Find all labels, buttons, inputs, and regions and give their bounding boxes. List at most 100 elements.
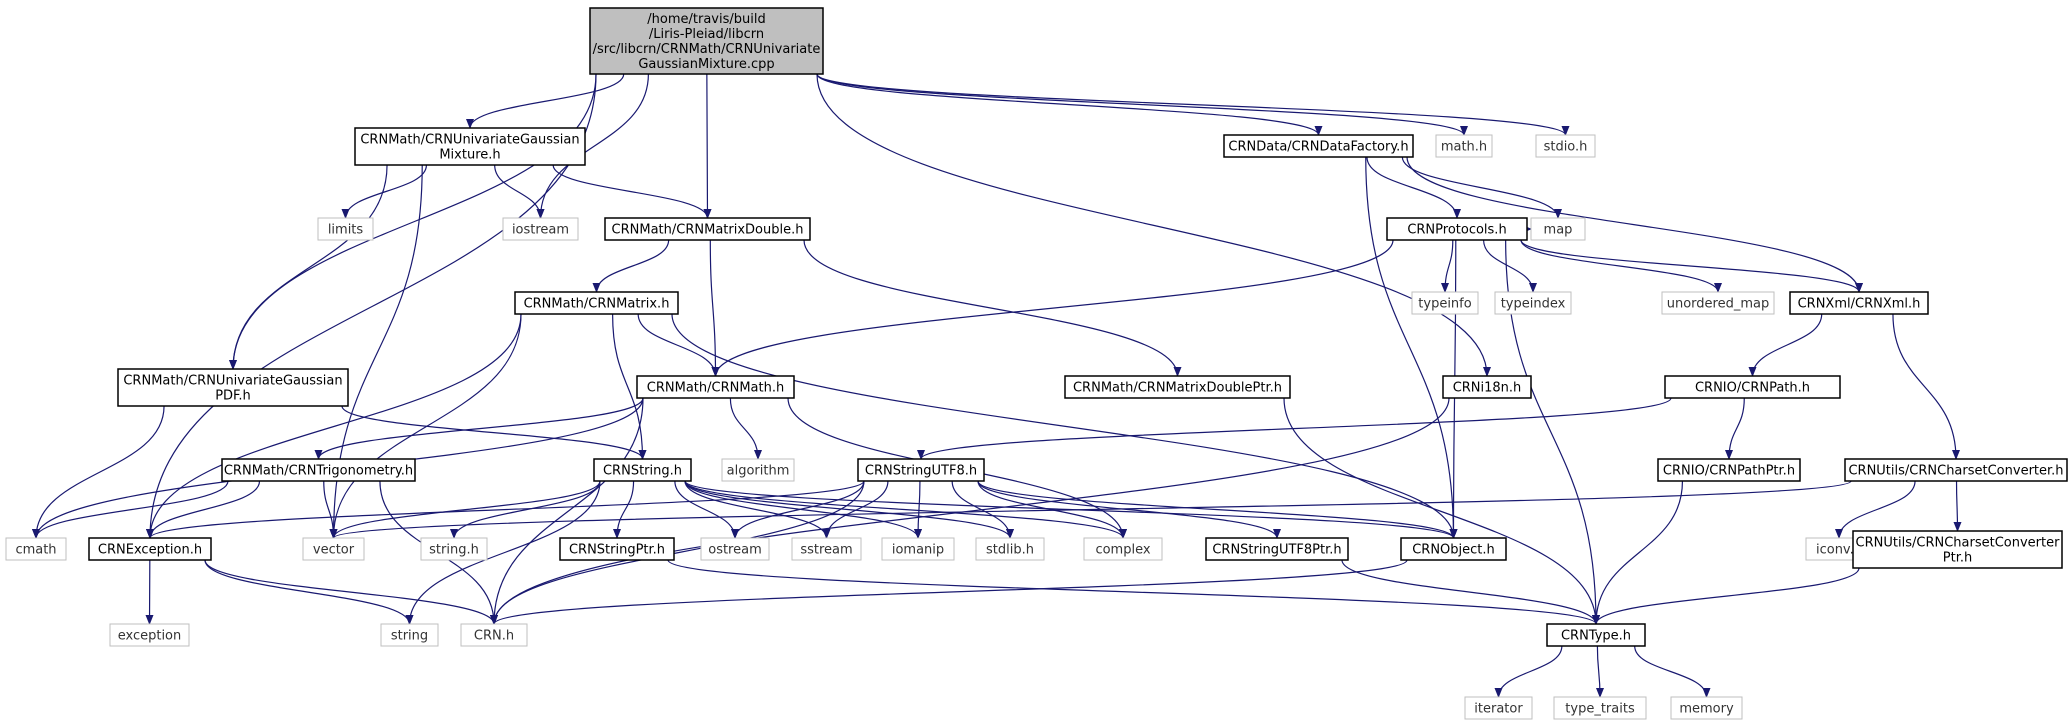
edge-type_h-to-iterator bbox=[1494, 645, 1563, 698]
node-label: CRNMath/CRNMatrixDouble.h bbox=[612, 223, 804, 238]
edge-charset_h-to-charsetptr_h bbox=[1953, 480, 1962, 532]
edge-ugpdf_h-to-crnstring_h bbox=[341, 405, 647, 460]
node-crnstring-h[interactable]: CRNString.h bbox=[593, 458, 692, 482]
edge-crnstring_h-to-stdlib_h bbox=[684, 480, 1014, 539]
edge-protocols_h-to-typeinfo bbox=[1441, 239, 1454, 293]
node-label: CRNMath/CRNMatrix.h bbox=[524, 297, 670, 312]
node-stringutf8-h[interactable]: CRNStringUTF8.h bbox=[857, 458, 985, 482]
node-label: Ptr.h bbox=[1943, 551, 1972, 566]
edge-matrix_h-to-vector bbox=[329, 313, 522, 539]
node-box bbox=[302, 537, 365, 561]
node-label: CRNProtocols.h bbox=[1407, 223, 1506, 238]
node-object-h[interactable]: CRNObject.h bbox=[1400, 537, 1507, 561]
node-label: sstream bbox=[800, 543, 852, 558]
node-path-h[interactable]: CRNIO/CRNPath.h bbox=[1664, 375, 1841, 399]
node-label: CRN.h bbox=[474, 629, 514, 644]
edge-protocols_h-to-xml_h bbox=[1520, 239, 1863, 293]
node-matrixdouble-h[interactable]: CRNMath/CRNMatrixDouble.h bbox=[604, 217, 811, 241]
node-box bbox=[1494, 291, 1572, 315]
node-label: math.h bbox=[1441, 140, 1487, 155]
edge-matrix_h-to-object_h bbox=[671, 313, 1458, 539]
edge-datafactory_h-to-map bbox=[1401, 156, 1562, 219]
node-protocols-h[interactable]: CRNProtocols.h bbox=[1386, 217, 1528, 241]
node-matrixdoubleptr-h[interactable]: CRNMath/CRNMatrixDoublePtr.h bbox=[1064, 375, 1291, 399]
node-label: unordered_map bbox=[1667, 297, 1770, 312]
node-math-h-crn[interactable]: CRNMath/CRNMath.h bbox=[636, 375, 795, 399]
node-label: CRNObject.h bbox=[1412, 543, 1495, 558]
node-limits: limits bbox=[317, 217, 374, 241]
node-datafactory-h[interactable]: CRNData/CRNDataFactory.h bbox=[1223, 134, 1414, 158]
node-matrix-h[interactable]: CRNMath/CRNMatrix.h bbox=[514, 291, 679, 315]
node-label: CRNStringUTF8Ptr.h bbox=[1212, 543, 1341, 558]
edge-charset_h-to-iconv_h bbox=[1835, 480, 1916, 539]
node-label: CRNUtils/CRNCharsetConverter bbox=[1856, 536, 2061, 551]
node-complex: complex bbox=[1083, 537, 1163, 561]
edge-crnstring_h-to-sstream bbox=[684, 480, 831, 539]
edge-math_h_crn-to-crn_h bbox=[490, 397, 644, 625]
node-label: stdlib.h bbox=[986, 543, 1034, 558]
node-box bbox=[881, 537, 955, 561]
node-label: cmath bbox=[15, 543, 56, 558]
node-label: vector bbox=[313, 543, 355, 558]
node-root[interactable]: /home/travis/build/Liris-Pleiad/libcrn/s… bbox=[589, 7, 824, 75]
node-label: Mixture.h bbox=[439, 148, 500, 163]
node-iterator: iterator bbox=[1464, 696, 1533, 720]
node-box bbox=[1411, 291, 1479, 315]
node-box bbox=[380, 623, 439, 647]
edge-stringutf8_h-to-object_h bbox=[977, 480, 1458, 539]
node-exception: exception bbox=[109, 623, 190, 647]
node-i18n-h[interactable]: CRNi18n.h bbox=[1442, 375, 1532, 399]
edge-root-to-math_h bbox=[816, 73, 1468, 136]
edge-pathptr_h-to-type_h bbox=[1592, 480, 1684, 625]
node-box bbox=[5, 537, 67, 561]
node-iomanip: iomanip bbox=[881, 537, 955, 561]
node-box bbox=[1442, 375, 1532, 399]
node-label: CRNType.h bbox=[1561, 629, 1631, 644]
node-box bbox=[117, 368, 349, 407]
edge-ugm_h-to-iostream bbox=[494, 164, 545, 219]
edge-protocols_h-to-math_h_crn bbox=[711, 239, 1394, 377]
edge-path_h-to-stringutf8_h bbox=[917, 397, 1672, 460]
node-pathptr-h[interactable]: CRNIO/CRNPathPtr.h bbox=[1657, 458, 1801, 482]
node-box bbox=[700, 537, 770, 561]
edge-matrix_h-to-math_h_crn bbox=[637, 313, 720, 377]
node-label: typeindex bbox=[1501, 297, 1566, 312]
edge-ugm_h-to-limits bbox=[341, 164, 428, 219]
node-sstream: sstream bbox=[791, 537, 862, 561]
node-box bbox=[1670, 696, 1743, 720]
node-exception-h[interactable]: CRNException.h bbox=[88, 537, 212, 561]
node-label: iterator bbox=[1474, 702, 1523, 717]
node-stringptr-h[interactable]: CRNStringPtr.h bbox=[559, 537, 675, 561]
node-label: exception bbox=[118, 629, 182, 644]
node-label: CRNi18n.h bbox=[1453, 381, 1522, 396]
edge-exception_h-to-crn_h bbox=[204, 559, 498, 625]
edge-stringutf8ptr_h-to-type_h bbox=[1341, 559, 1600, 625]
node-string: string bbox=[380, 623, 439, 647]
node-xml-h[interactable]: CRNXml/CRNXml.h bbox=[1789, 291, 1929, 315]
node-type-h[interactable]: CRNType.h bbox=[1546, 623, 1646, 647]
edge-datafactory_h-to-xml_h bbox=[1406, 156, 1863, 293]
edge-root-to-iostream bbox=[536, 73, 649, 219]
edge-ugm_h-to-ugpdf_h bbox=[229, 164, 388, 370]
node-box bbox=[460, 623, 528, 647]
node-box bbox=[88, 537, 212, 561]
node-math-h: math.h bbox=[1435, 134, 1493, 158]
edge-math_h_crn-to-trig_h bbox=[314, 397, 644, 460]
node-label: memory bbox=[1679, 702, 1734, 717]
node-box bbox=[721, 458, 795, 482]
node-box bbox=[593, 458, 692, 482]
edge-trig_h-to-exception_h bbox=[146, 480, 261, 539]
node-label: complex bbox=[1095, 543, 1150, 558]
edge-matrix_h-to-exception_h bbox=[146, 313, 522, 539]
node-map: map bbox=[1530, 217, 1586, 241]
node-stringutf8ptr-h[interactable]: CRNStringUTF8Ptr.h bbox=[1205, 537, 1349, 561]
node-box bbox=[1661, 291, 1775, 315]
node-trig-h[interactable]: CRNMath/CRNTrigonometry.h bbox=[221, 458, 416, 482]
node-label: algorithm bbox=[727, 464, 790, 479]
node-charset-h[interactable]: CRNUtils/CRNCharsetConverter.h bbox=[1844, 458, 2068, 482]
edge-trig_h-to-vector bbox=[323, 480, 338, 539]
